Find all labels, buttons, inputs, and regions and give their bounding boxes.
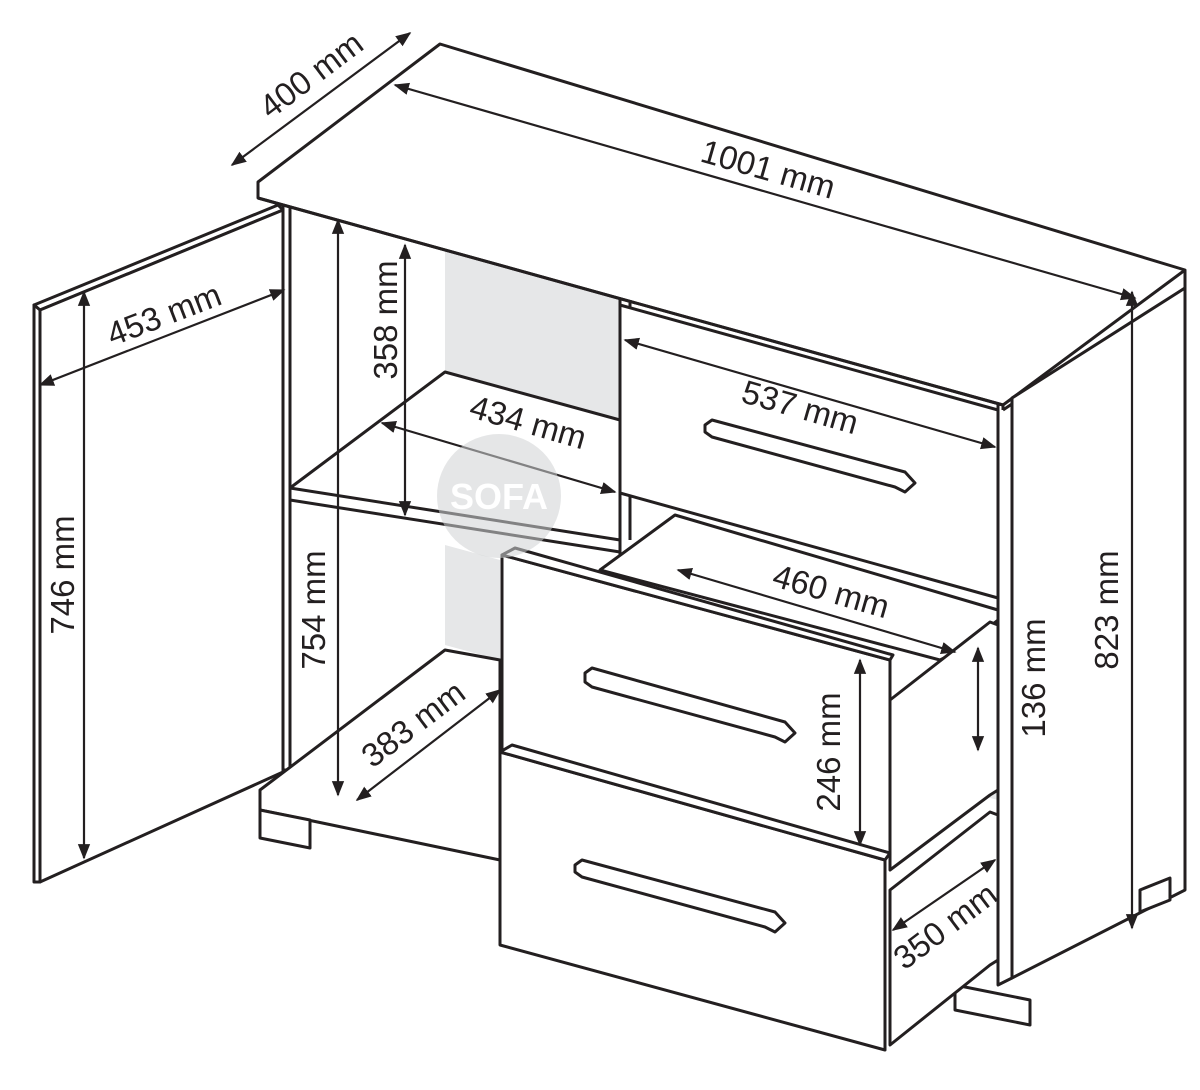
bottom-drawer-handle bbox=[573, 858, 787, 934]
front-left-leg bbox=[258, 808, 312, 850]
dim-line-drawer-depth bbox=[891, 859, 997, 931]
label-door-height: 746 mm bbox=[44, 515, 81, 634]
watermark-circle bbox=[437, 434, 561, 558]
dim-line-width bbox=[393, 82, 1137, 301]
label-drawer-inner-height: 136 mm bbox=[1015, 618, 1052, 737]
dim-line-inner-depth bbox=[355, 689, 502, 801]
label-shelf-space: 358 mm bbox=[367, 260, 404, 379]
right-side-panel bbox=[996, 396, 1014, 987]
back-wall-lower bbox=[445, 545, 500, 660]
sofa-watermark-logo: SOFA bbox=[437, 434, 561, 558]
label-overall-height: 823 mm bbox=[1088, 550, 1125, 669]
middle-drawer-right-side bbox=[888, 620, 1000, 872]
dim-line-depth bbox=[230, 32, 412, 166]
dim-line-drawer-inner-width bbox=[676, 568, 957, 654]
middle-drawer-handle bbox=[583, 666, 797, 744]
back-right-leg bbox=[1138, 876, 1172, 914]
label-drawer-front-height: 246 mm bbox=[810, 692, 847, 811]
bottom-drawer-front-top bbox=[498, 743, 892, 862]
front-right-leg bbox=[953, 983, 1032, 1027]
dimension-lines bbox=[38, 32, 1139, 931]
label-inner-height: 754 mm bbox=[295, 550, 332, 669]
dim-line-top-drawer-width bbox=[623, 337, 997, 450]
watermark-text: SOFA bbox=[450, 476, 548, 517]
